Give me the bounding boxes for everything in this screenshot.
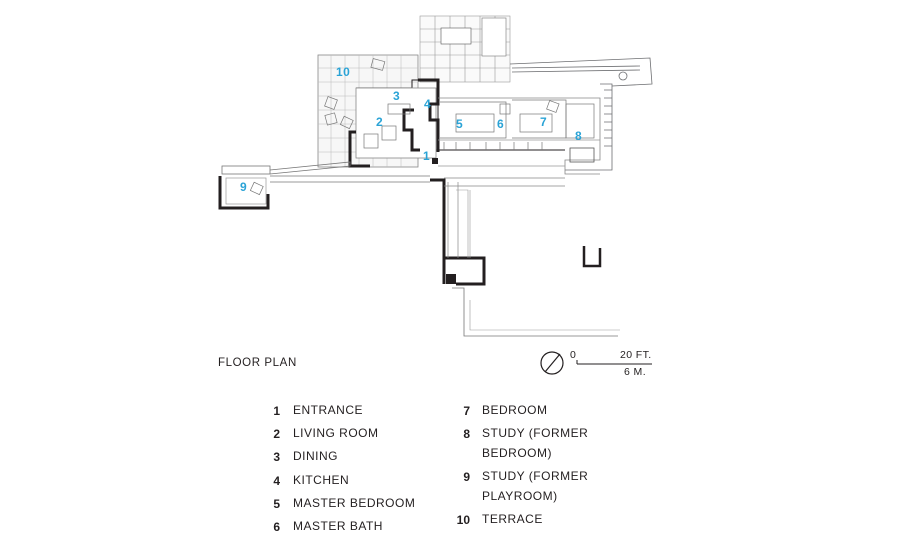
legend-num: 10 — [456, 513, 470, 527]
room-number-1: 1 — [423, 149, 431, 163]
room-number-2: 2 — [376, 115, 384, 129]
room-number-9: 9 — [240, 180, 248, 194]
legend-num: 1 — [273, 404, 280, 418]
upper-terrace-grid — [419, 15, 511, 83]
room-number-5: 5 — [456, 117, 464, 131]
room-number-8: 8 — [575, 129, 583, 143]
room-number-6: 6 — [497, 117, 505, 131]
room-number-10: 10 — [336, 65, 351, 79]
legend-num: 3 — [273, 450, 280, 464]
west-walkway — [218, 161, 430, 210]
legend-label: KITCHEN — [293, 473, 350, 487]
scale-meters-label: 6 M. — [624, 366, 647, 378]
interior-partitions — [324, 58, 595, 150]
legend-label: MASTER BATH — [293, 519, 383, 533]
legend-label: MASTER BEDROOM — [293, 496, 416, 510]
legend-label: ENTRANCE — [293, 403, 364, 417]
legend-num: 4 — [273, 474, 280, 488]
house-walls — [348, 78, 601, 175]
legend-num: 7 — [463, 404, 470, 418]
legend-num: 2 — [273, 427, 280, 441]
room-number-4: 4 — [424, 97, 432, 111]
north-arrow — [540, 351, 564, 375]
room-number-3: 3 — [393, 89, 401, 103]
legend-label: STUDY (FORMER — [482, 469, 589, 483]
legend-label: BEDROOM — [482, 403, 548, 417]
legend-label: LIVING ROOM — [293, 426, 379, 440]
south-walls — [430, 158, 620, 337]
plan-title: FLOOR PLAN — [218, 357, 297, 369]
legend-label: DINING — [293, 449, 338, 463]
scale-zero-label: 0 — [570, 349, 577, 361]
legend-label-cont: PLAYROOM) — [482, 489, 558, 503]
legend-label: STUDY (FORMER — [482, 426, 589, 440]
legend-label-cont: BEDROOM) — [482, 446, 552, 460]
legend-num: 9 — [463, 470, 470, 484]
scale-bar — [576, 360, 652, 365]
legend-num: 6 — [273, 520, 280, 534]
scale-feet-label: 20 FT. — [620, 349, 652, 361]
legend-num: 5 — [273, 497, 280, 511]
roof-outline — [509, 57, 653, 171]
room-number-7: 7 — [540, 115, 548, 129]
legend-label: TERRACE — [482, 512, 543, 526]
legend-num: 8 — [463, 427, 470, 441]
